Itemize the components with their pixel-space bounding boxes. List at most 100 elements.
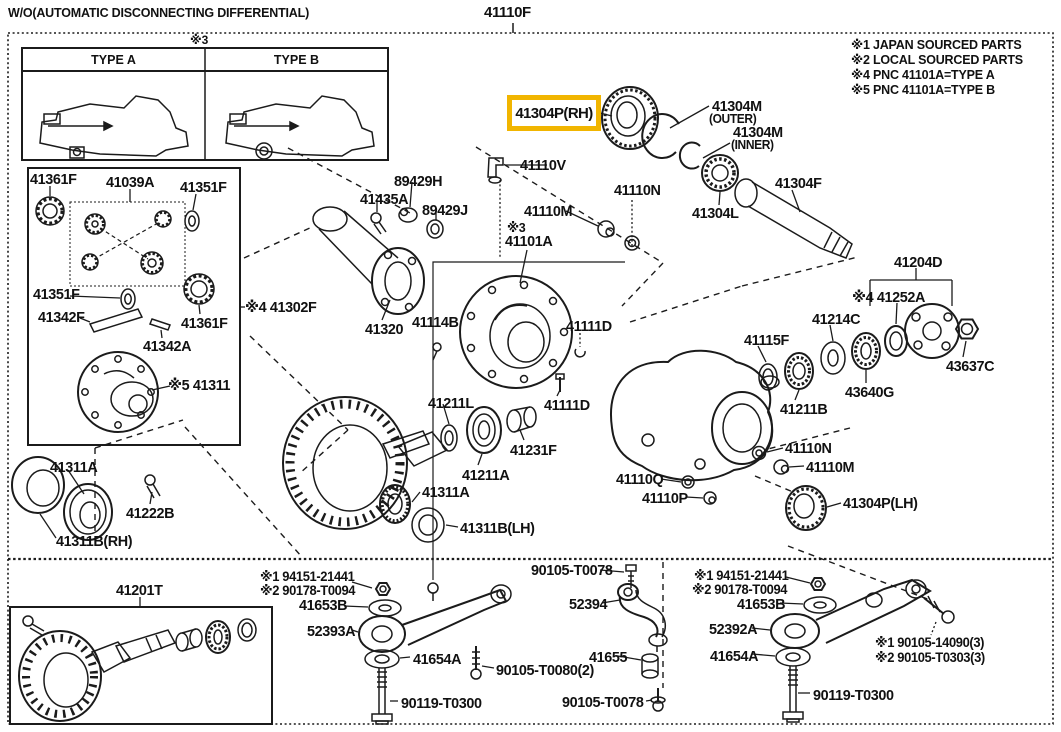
part-label[interactable]: 41311B(LH)	[460, 520, 535, 537]
leader-lines	[39, 105, 967, 702]
part-label[interactable]: 41110M	[524, 203, 573, 220]
part-label[interactable]: ※2 90105-T0303(3)	[875, 650, 985, 665]
part-label[interactable]: 41039A	[106, 174, 155, 191]
part-label[interactable]: ※4 41252A	[852, 289, 926, 306]
part-label[interactable]: 41111D	[544, 397, 590, 414]
part-label[interactable]: 90105-T0078	[562, 694, 644, 711]
part-label[interactable]: 41231F	[510, 442, 557, 459]
part-label[interactable]: 43637C	[946, 358, 995, 375]
part-label[interactable]: 52392A	[709, 621, 758, 638]
part-label[interactable]: 41654A	[710, 648, 759, 665]
part-label[interactable]: 89429J	[422, 202, 468, 219]
part-label[interactable]: 41211L	[428, 395, 474, 412]
part-label[interactable]: 41654A	[413, 651, 462, 668]
main-dotted-border	[7, 32, 1054, 725]
part-label[interactable]: 41110N	[614, 182, 661, 199]
type-b-drawing	[225, 95, 375, 160]
drawing-carrier-41101A	[459, 275, 573, 389]
drawing-small-plugs-center	[370, 207, 640, 392]
part-label[interactable]: 41110M	[806, 459, 855, 476]
part-label[interactable]: 41351F	[180, 179, 227, 196]
part-label[interactable]: 41351F	[33, 286, 80, 303]
highlighted-part-label[interactable]: 41304P(RH)	[507, 95, 601, 131]
part-label[interactable]: 41342A	[143, 338, 192, 355]
part-label[interactable]: 90105-T0080(2)	[496, 662, 594, 679]
part-label[interactable]: 41304M	[712, 98, 762, 115]
part-label[interactable]: 41201T	[116, 582, 163, 599]
part-label[interactable]: 41320	[365, 321, 404, 338]
part-label[interactable]: 41114B	[412, 314, 459, 331]
part-label[interactable]: ※1 94151-21441	[694, 568, 789, 583]
part-label[interactable]: 41110P	[642, 490, 688, 507]
drawing-snap-rings-41304M	[641, 113, 701, 170]
part-label[interactable]: ※1 94151-21441	[260, 569, 355, 584]
part-label[interactable]: 41655	[589, 649, 628, 666]
part-label[interactable]: 41204D	[894, 254, 943, 271]
part-label[interactable]: (INNER)	[731, 138, 774, 152]
legend-notes: ※1 JAPAN SOURCED PARTS ※2 LOCAL SOURCED …	[851, 38, 1023, 98]
part-label[interactable]: 41101A	[505, 233, 553, 250]
part-label[interactable]: 41214C	[812, 311, 861, 328]
drawing-bearing-41311A-left	[63, 483, 113, 541]
part-label[interactable]: ※5 41311	[168, 377, 231, 394]
part-label[interactable]: (OUTER)	[709, 112, 757, 126]
drawing-bearing-41304L	[701, 154, 739, 192]
part-label[interactable]: 41304F	[775, 175, 822, 192]
drawing-pinion-seals	[379, 484, 445, 543]
drawing-center-link-52394	[617, 564, 668, 712]
part-label[interactable]: ※2 90178-T0094	[260, 583, 356, 598]
drawing-lower-right-small-parts	[751, 445, 827, 531]
part-label[interactable]: 89429H	[394, 173, 443, 190]
part-label[interactable]: 90119-T0300	[401, 695, 482, 712]
part-label[interactable]: 41361F	[30, 171, 77, 188]
part-label[interactable]: 41111D	[566, 318, 612, 335]
figure-part-number[interactable]: 41110F	[484, 4, 531, 21]
type-a-drawing	[39, 95, 189, 159]
part-label[interactable]: 41222B	[126, 505, 175, 522]
drawing-breather-plug-41110V	[487, 157, 504, 184]
part-label[interactable]: 52394	[569, 596, 608, 613]
type-a-header: TYPE A	[91, 53, 136, 67]
part-label[interactable]: ※4 41302F	[245, 299, 317, 316]
part-label[interactable]: 41211B	[780, 401, 828, 418]
part-label[interactable]: 41311A	[422, 484, 470, 501]
part-label[interactable]: ※2 90178-T0094	[692, 582, 788, 597]
part-label[interactable]: 41304M	[733, 124, 783, 141]
part-label[interactable]: 41115F	[744, 332, 789, 349]
part-label[interactable]: 41361F	[181, 315, 228, 332]
type-b-header: TYPE B	[273, 53, 320, 67]
part-label[interactable]: 52393A	[307, 623, 356, 640]
part-label[interactable]: 41304P(LH)	[843, 495, 918, 512]
part-label[interactable]: 41435A	[360, 191, 409, 208]
part-label[interactable]: ※1 90105-14090(3)	[875, 635, 985, 650]
part-label[interactable]: 41653B	[299, 597, 348, 614]
diff-gear-kit-box	[27, 167, 241, 446]
part-label[interactable]: 41304L	[692, 205, 739, 222]
part-label[interactable]: 41311A	[50, 459, 98, 476]
drawing-carrier-bracket	[427, 261, 625, 601]
part-label[interactable]: 41342F	[38, 309, 85, 326]
part-label[interactable]: 90105-T0078	[531, 562, 613, 579]
legend-note: ※1 JAPAN SOURCED PARTS	[851, 38, 1022, 52]
drawing-axle-tube-41320	[312, 206, 442, 361]
part-label[interactable]: 41653B	[737, 596, 786, 613]
part-label[interactable]: 41311B(RH)	[56, 533, 133, 550]
part-label[interactable]: 43640G	[845, 384, 894, 401]
part-label[interactable]: 41110V	[520, 157, 566, 174]
legend-note: ※4 PNC 41101A=TYPE A	[851, 68, 995, 82]
part-label[interactable]: ※3	[507, 220, 526, 235]
drawing-right-bearing-cluster	[758, 303, 980, 391]
drawing-steering-arm-left	[358, 582, 512, 725]
drawing-output-seal-rh	[601, 86, 659, 150]
drawing-diff-case-41311	[77, 351, 159, 433]
diagram-title: W/O(AUTOMATIC DISCONNECTING DIFFERENTIAL…	[8, 6, 310, 20]
type-comparison-box	[21, 47, 389, 161]
drawing-pinion-shaft-41342F	[88, 308, 171, 333]
part-label[interactable]: 41211A	[462, 467, 510, 484]
part-label[interactable]: 41110N	[785, 440, 832, 457]
part-label[interactable]: 90119-T0300	[813, 687, 894, 704]
type-box-marker: ※3	[190, 33, 209, 47]
part-label[interactable]: 41110Q	[616, 471, 664, 488]
drawing-side-shaft-41304F	[734, 178, 853, 259]
